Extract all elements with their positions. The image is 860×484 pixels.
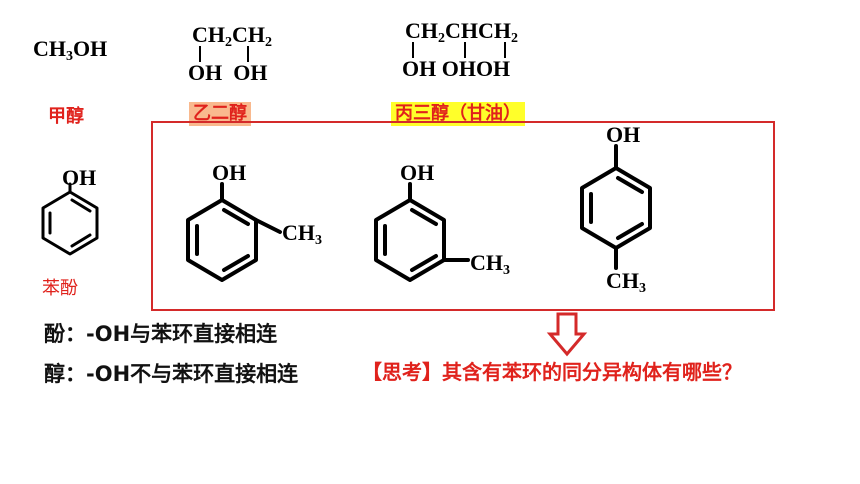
para-oh-label: OH	[606, 122, 641, 147]
methanol-formula: CH3OH	[33, 36, 108, 64]
alcohol-definition: 醇：-OH不与苯环直接相连	[44, 362, 299, 386]
meta-oh-label: OH	[400, 160, 435, 185]
methanol-name: 甲醇	[48, 106, 84, 127]
glycerol-bottom: OH OHOH	[402, 56, 511, 81]
para-cresol-ring	[580, 144, 652, 270]
ortho-cresol-ring	[186, 182, 282, 282]
phenol-definition: 酚：-OH与苯环直接相连	[44, 322, 278, 346]
ethylene-glycol-top: CH2CH2	[192, 22, 272, 50]
glycerol-bonds	[412, 42, 506, 58]
ortho-oh-label: OH	[212, 160, 247, 185]
down-arrow-icon	[546, 312, 588, 357]
ethylene-glycol-bottom: OH OH	[188, 60, 268, 85]
glycerol-top: CH2CHCH2	[405, 18, 518, 46]
ortho-ch3-label: CH3	[282, 220, 322, 248]
ethylene-glycol-bonds	[199, 46, 249, 62]
meta-ch3-label: CH3	[470, 250, 510, 278]
isomer-box	[151, 121, 775, 311]
think-question: 【思考】其含有苯环的同分异构体有哪些？	[362, 360, 742, 384]
meta-cresol-ring	[374, 182, 470, 282]
para-ch3-label: CH3	[606, 268, 646, 296]
phenol-name: 苯酚	[42, 278, 78, 299]
phenol-ring	[41, 182, 99, 256]
